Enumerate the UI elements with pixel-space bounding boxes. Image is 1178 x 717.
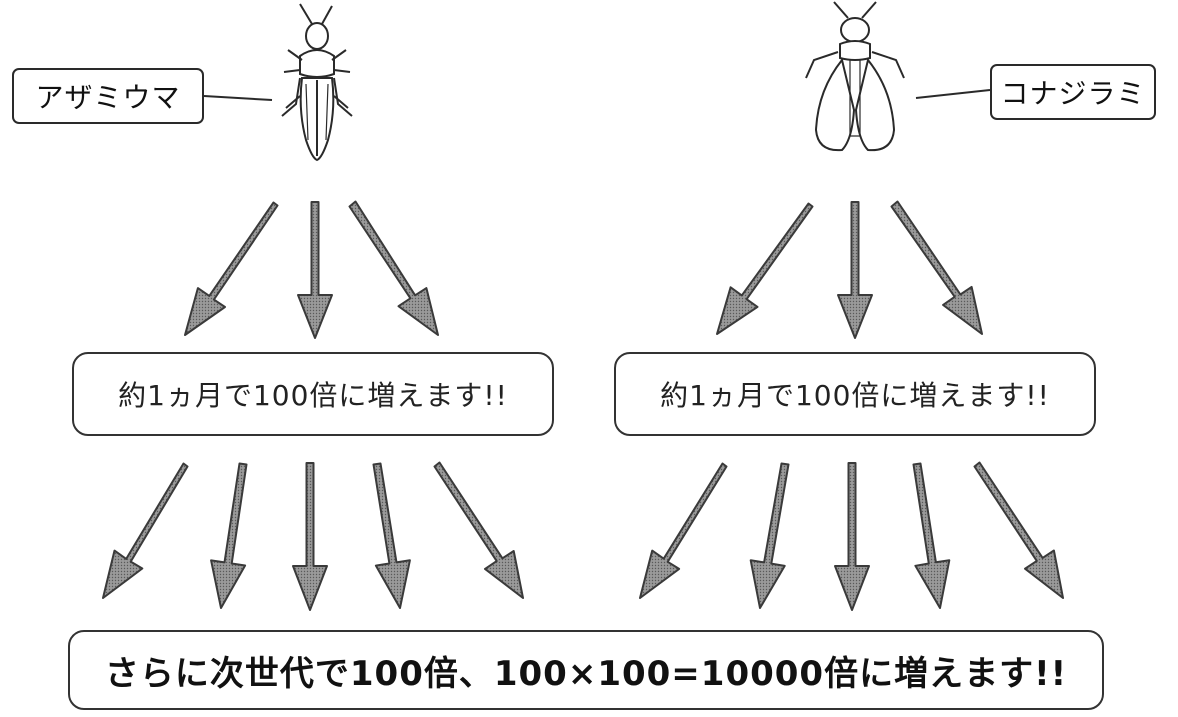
arrow-down-icon <box>372 462 411 609</box>
whitefly-icon <box>805 1 905 152</box>
arrow-down-icon <box>210 462 248 609</box>
arrow-down-icon <box>890 200 983 335</box>
thrips-label: アザミウマ <box>12 68 204 124</box>
thrips-growth-text: 約1ヵ月で100倍に増えます!! <box>118 379 508 412</box>
arrow-down-icon <box>102 462 189 599</box>
arrow-down-icon <box>433 461 524 599</box>
thrips-callout-pointer <box>203 95 273 101</box>
next-generation-box: さらに次世代で100倍、100×100=10000倍に増えます!! <box>68 630 1104 710</box>
whitefly-callout-pointer <box>915 89 991 99</box>
arrow-down-icon <box>348 200 439 336</box>
whitefly-label-text: コナジラミ <box>1000 77 1146 110</box>
thrips-icon <box>281 3 353 162</box>
arrow-down-icon <box>292 462 328 611</box>
arrow-down-icon <box>837 201 873 339</box>
whitefly-growth-box: 約1ヵ月で100倍に増えます!! <box>614 352 1096 436</box>
arrow-down-icon <box>716 202 814 335</box>
arrow-down-icon <box>297 201 333 339</box>
whitefly-growth-text: 約1ヵ月で100倍に増えます!! <box>660 379 1050 412</box>
arrow-down-icon <box>912 462 951 609</box>
arrow-down-icon <box>973 461 1064 599</box>
next-generation-text: さらに次世代で100倍、100×100=10000倍に増えます!! <box>104 653 1068 694</box>
whitefly-label: コナジラミ <box>990 64 1156 120</box>
arrow-down-icon <box>184 201 279 336</box>
thrips-label-text: アザミウマ <box>35 81 181 114</box>
thrips-growth-box: 約1ヵ月で100倍に増えます!! <box>72 352 554 436</box>
arrow-down-icon <box>834 462 870 611</box>
arrow-down-icon <box>639 462 728 599</box>
arrow-down-icon <box>749 462 790 609</box>
